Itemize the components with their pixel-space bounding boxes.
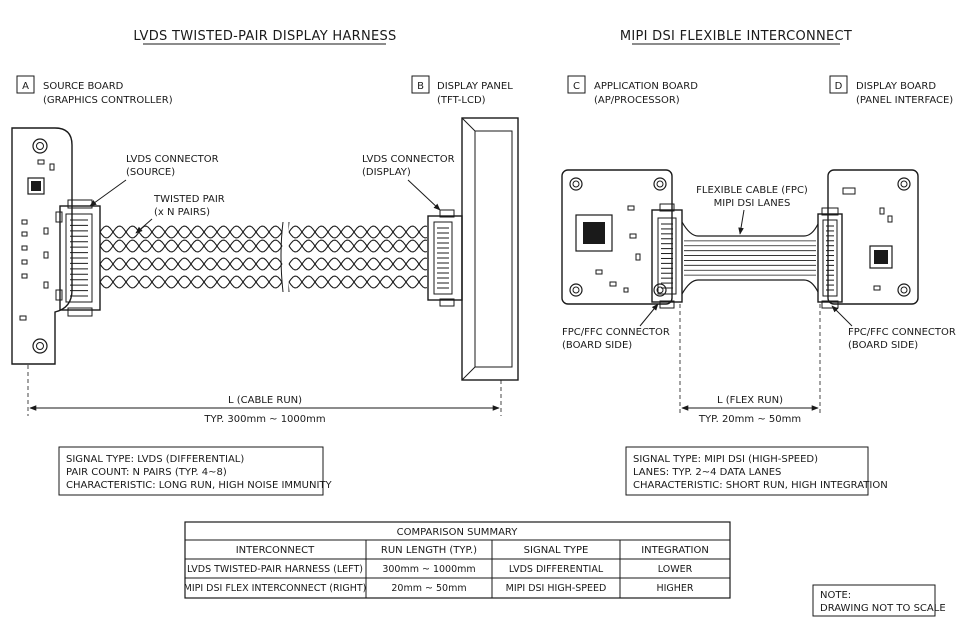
marker-d-letter: D xyxy=(835,81,843,92)
info-lvds-line3: CHARACTERISTIC: LONG RUN, HIGH NOISE IMM… xyxy=(66,480,333,491)
marker-d-line2: (PANEL INTERFACE) xyxy=(856,95,953,106)
callout-lvds-display-1: LVDS CONNECTOR xyxy=(362,154,455,165)
table-cell: MIPI DSI FLEX INTERCONNECT (RIGHT) xyxy=(184,583,367,594)
lvds-source-connector xyxy=(55,199,101,317)
marker-c-line2: (AP/PROCESSOR) xyxy=(594,95,680,106)
lvds-display-connector xyxy=(427,209,463,307)
info-lvds-line1: SIGNAL TYPE: LVDS (DIFFERENTIAL) xyxy=(66,454,244,465)
callout-fpc-left-1: FPC/FFC CONNECTOR xyxy=(562,327,670,338)
source-board xyxy=(11,127,73,365)
note-box: NOTE: DRAWING NOT TO SCALE xyxy=(812,584,946,617)
dimension-flex-run: L (FLEX RUN) TYP. 20mm ~ 50mm xyxy=(679,304,821,425)
table-cell: LVDS DIFFERENTIAL xyxy=(509,564,604,575)
application-board xyxy=(561,169,673,305)
marker-a-letter: A xyxy=(22,81,29,92)
dim-left-label: L (CABLE RUN) xyxy=(228,395,302,406)
table-cell: 300mm ~ 1000mm xyxy=(382,564,475,575)
info-lvds-line2: PAIR COUNT: N PAIRS (TYP. 4~8) xyxy=(66,467,227,478)
info-mipi-line2: LANES: TYP. 2~4 DATA LANES xyxy=(633,467,781,478)
table-cell: LVDS TWISTED-PAIR HARNESS (LEFT) xyxy=(187,564,363,575)
dim-right-label: L (FLEX RUN) xyxy=(717,395,783,406)
callout-fpc-right-2: (BOARD SIDE) xyxy=(848,340,918,351)
fpc-connector-right xyxy=(817,207,843,309)
callout-twisted-2: (x N PAIRS) xyxy=(154,207,210,218)
note-line1: NOTE: xyxy=(820,590,851,601)
marker-b: B DISPLAY PANEL (TFT-LCD) xyxy=(411,75,513,106)
table-header-integration: INTEGRATION xyxy=(641,545,709,556)
marker-b-line2: (TFT-LCD) xyxy=(437,95,486,106)
dimension-cable-run: L (CABLE RUN) TYP. 300mm ~ 1000mm xyxy=(27,365,502,425)
table-header-run-length: RUN LENGTH (TYP.) xyxy=(381,545,477,556)
marker-c-line1: APPLICATION BOARD xyxy=(594,81,698,92)
table-cell: MIPI DSI HIGH-SPEED xyxy=(506,583,607,594)
dim-left-value: TYP. 300mm ~ 1000mm xyxy=(203,414,325,425)
table-header-interconnect: INTERCONNECT xyxy=(236,545,315,556)
twisted-pair-harness xyxy=(99,220,428,294)
marker-c-letter: C xyxy=(573,81,580,92)
marker-a-line2: (GRAPHICS CONTROLLER) xyxy=(43,95,173,106)
table-title: COMPARISON SUMMARY xyxy=(397,527,519,538)
display-board xyxy=(827,169,919,305)
marker-a-line1: SOURCE BOARD xyxy=(43,81,124,92)
marker-c: C APPLICATION BOARD (AP/PROCESSOR) xyxy=(567,75,698,106)
comparison-table: COMPARISON SUMMARY INTERCONNECT RUN LENG… xyxy=(184,521,731,599)
chip-icon xyxy=(27,177,45,195)
dim-right-value: TYP. 20mm ~ 50mm xyxy=(698,414,801,425)
title-mipi: MIPI DSI FLEXIBLE INTERCONNECT xyxy=(620,29,852,44)
title-lvds: LVDS TWISTED-PAIR DISPLAY HARNESS xyxy=(133,29,396,44)
table-cell: HIGHER xyxy=(656,583,693,594)
marker-b-line1: DISPLAY PANEL xyxy=(437,81,513,92)
callout-lvds-source-2: (SOURCE) xyxy=(126,167,175,178)
callout-lvds-display-2: (DISPLAY) xyxy=(362,167,411,178)
marker-a: A SOURCE BOARD (GRAPHICS CONTROLLER) xyxy=(16,75,173,106)
info-box-lvds: SIGNAL TYPE: LVDS (DIFFERENTIAL) PAIR CO… xyxy=(58,446,333,496)
callout-flex-2: MIPI DSI LANES xyxy=(714,198,791,209)
table-cell: 20mm ~ 50mm xyxy=(391,583,466,594)
marker-d-line1: DISPLAY BOARD xyxy=(856,81,936,92)
info-mipi-line3: CHARACTERISTIC: SHORT RUN, HIGH INTEGRAT… xyxy=(633,480,888,491)
processor-chip-icon xyxy=(575,214,613,252)
display-panel xyxy=(461,117,519,381)
marker-b-letter: B xyxy=(417,81,424,92)
callout-flex-1: FLEXIBLE CABLE (FPC) xyxy=(696,185,808,196)
table-header-signal: SIGNAL TYPE xyxy=(524,545,589,556)
flexible-cable-fpc xyxy=(681,221,819,295)
fpc-connector-left xyxy=(651,203,683,309)
callout-fpc-right-1: FPC/FFC CONNECTOR xyxy=(848,327,956,338)
callout-twisted-1: TWISTED PAIR xyxy=(153,194,225,205)
display-chip-icon xyxy=(869,245,893,269)
note-line2: DRAWING NOT TO SCALE xyxy=(820,603,946,614)
info-mipi-line1: SIGNAL TYPE: MIPI DSI (HIGH-SPEED) xyxy=(633,454,818,465)
callout-lvds-source-1: LVDS CONNECTOR xyxy=(126,154,219,165)
info-box-mipi: SIGNAL TYPE: MIPI DSI (HIGH-SPEED) LANES… xyxy=(625,446,888,496)
table-cell: LOWER xyxy=(658,564,693,575)
marker-d: D DISPLAY BOARD (PANEL INTERFACE) xyxy=(829,75,953,106)
callout-fpc-left-2: (BOARD SIDE) xyxy=(562,340,632,351)
